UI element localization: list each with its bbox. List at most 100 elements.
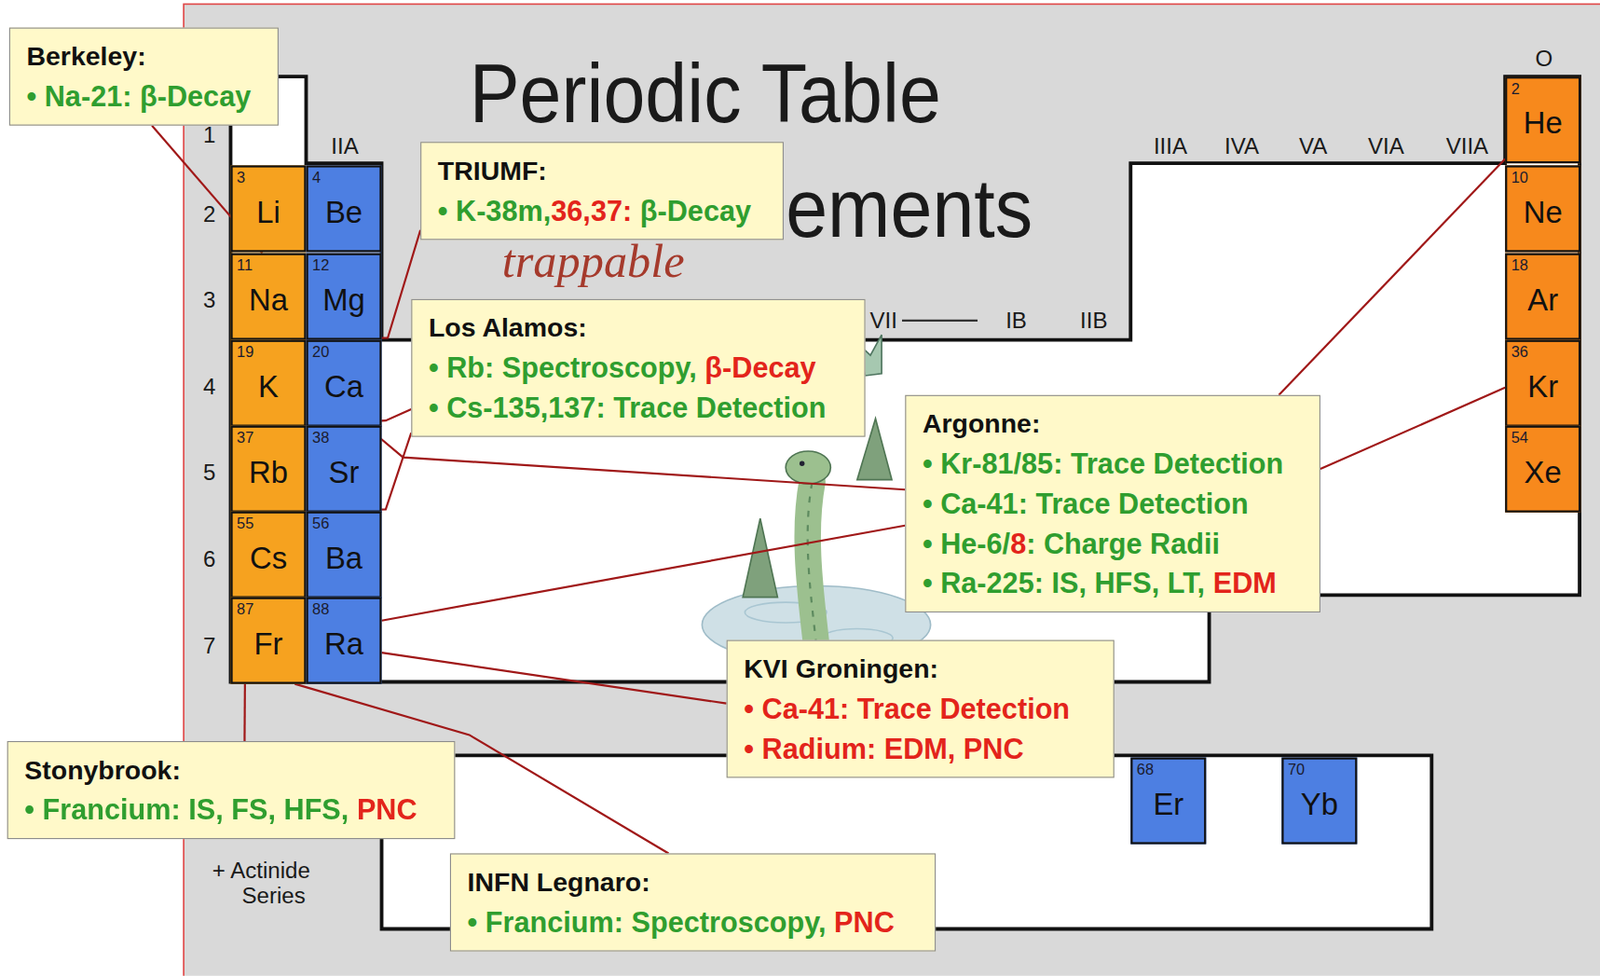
text-line: TRIUMF: xyxy=(437,150,767,192)
head xyxy=(785,451,831,484)
callout-text: PNC xyxy=(834,905,895,938)
atomic-number: 20 xyxy=(312,343,380,361)
callout-text: • K-38m, xyxy=(437,194,551,227)
text-line: INFN Legnaro: xyxy=(467,861,919,903)
atomic-number: 10 xyxy=(1511,169,1579,187)
element-cell: 11Na xyxy=(230,253,306,341)
leader-line xyxy=(1320,387,1505,469)
callout-text: 8 xyxy=(1010,527,1026,560)
eye xyxy=(799,460,805,465)
text-line: • Ca-41: Trace Detection xyxy=(922,483,1303,524)
group-label: VII xyxy=(870,309,898,332)
group-label: IB xyxy=(1005,309,1027,332)
period-number: 3 xyxy=(203,288,216,312)
text-line: • Ra-225: IS, HFS, LT,EDM xyxy=(922,562,1303,603)
element-symbol: Er xyxy=(1132,786,1204,821)
atomic-number: 68 xyxy=(1136,761,1204,779)
title-text: ements xyxy=(785,165,1033,250)
group-label: IIIA xyxy=(1153,136,1188,159)
callout-box: TRIUMF:• K-38m,36,37:β-Decay xyxy=(420,141,784,240)
element-cell: 18Ar xyxy=(1504,253,1581,341)
atomic-number: 19 xyxy=(236,343,304,361)
callout-text: • Na-21: β-Decay xyxy=(26,81,251,113)
text-line: • Kr-81/85: Trace Detection xyxy=(922,443,1303,484)
leader-line xyxy=(1278,159,1505,396)
callout-heading: INFN Legnaro: xyxy=(467,866,651,898)
element-symbol: Rb xyxy=(232,454,305,490)
group-label: VA xyxy=(1299,136,1327,159)
element-symbol: Li xyxy=(232,194,305,230)
atomic-number: 12 xyxy=(312,257,380,274)
leader-line xyxy=(243,683,247,741)
element-cell: 70Yb xyxy=(1281,757,1357,845)
atomic-number: 11 xyxy=(236,257,304,274)
element-cell: 68Er xyxy=(1130,757,1206,845)
element-cell: 10Ne xyxy=(1504,164,1581,252)
element-symbol: Na xyxy=(232,282,305,317)
element-symbol: Sr xyxy=(308,454,381,490)
text-line: • Na-21: β-Decay xyxy=(26,76,261,117)
atomic-number: 4 xyxy=(312,169,380,187)
text-line: KVI Groningen: xyxy=(743,648,1097,689)
callout-box: Stonybrook:• Francium: IS, FS, HFS,PNC xyxy=(7,740,456,839)
element-cell: 4Be xyxy=(306,164,383,252)
group-label: O xyxy=(1534,48,1553,71)
atomic-number: 3 xyxy=(236,169,304,187)
element-cell: 37Rb xyxy=(230,425,306,513)
group-label: IVA xyxy=(1224,136,1259,159)
callout-text: • Francium: Spectroscopy, xyxy=(467,905,827,938)
element-symbol: Be xyxy=(308,194,381,230)
element-cell: 2He xyxy=(1504,76,1581,164)
neck-scales xyxy=(807,481,817,645)
callout-box: Los Alamos:• Rb: Spectroscopy,β-Decay• C… xyxy=(410,299,865,438)
callout-text: • Ca-41: Trace Detection xyxy=(743,693,1070,725)
element-cell: 20Ca xyxy=(306,340,383,427)
text-line: • He-6/8: Charge Radii xyxy=(922,523,1303,564)
atomic-number: 88 xyxy=(312,601,380,618)
callout-text: • Radium: EDM, PNC xyxy=(743,732,1024,765)
element-cell: 36Kr xyxy=(1504,340,1581,427)
text-line: • Francium: IS, FS, HFS,PNC xyxy=(24,790,438,831)
period-number: 7 xyxy=(203,635,216,658)
callout-heading: Berkeley: xyxy=(26,41,146,72)
element-symbol: K xyxy=(232,369,305,404)
text-line: Berkeley: xyxy=(26,36,261,77)
group-dash xyxy=(902,319,978,322)
atomic-number: 55 xyxy=(236,515,304,533)
group-label: IIB xyxy=(1080,309,1108,332)
callout-text: β-Decay xyxy=(640,194,752,227)
atomic-number: 2 xyxy=(1511,81,1579,98)
title-text: Periodic Table xyxy=(469,51,942,136)
text-line: • Ca-41: Trace Detection xyxy=(743,688,1097,729)
element-cell: 3Li xyxy=(230,164,306,252)
period-number: 1 xyxy=(203,124,216,148)
text-line: Argonne: xyxy=(922,404,1303,445)
atomic-number: 38 xyxy=(312,429,380,447)
callout-text: • Ra-225: IS, HFS, LT, xyxy=(922,567,1205,600)
callout-heading: Los Alamos: xyxy=(428,312,588,343)
element-cell: 56Ba xyxy=(306,511,383,599)
element-symbol: Mg xyxy=(308,282,381,317)
period-number: 2 xyxy=(203,203,216,226)
series-note: + Actinide Series xyxy=(212,857,345,909)
element-symbol: Ar xyxy=(1506,282,1579,317)
callout-box: KVI Groningen: • Ca-41: Trace Detection • … xyxy=(726,640,1115,779)
callout-box: INFN Legnaro: • Francium: Spectroscopy,PN… xyxy=(450,852,936,951)
atomic-number: 87 xyxy=(236,601,304,618)
callout-text: 36,37: xyxy=(550,194,632,227)
atomic-number: 70 xyxy=(1287,761,1355,779)
group-label: VIIA xyxy=(1446,136,1490,159)
element-symbol: Yb xyxy=(1284,786,1356,821)
element-symbol: Ra xyxy=(308,626,381,661)
text-line: • K-38m,36,37:β-Decay xyxy=(437,191,767,232)
table-outline xyxy=(230,76,1580,682)
element-symbol: Xe xyxy=(1506,454,1579,490)
callout-text: EDM xyxy=(1213,567,1277,600)
period-number: 4 xyxy=(203,375,216,398)
callout-text: • He-6/ xyxy=(922,527,1011,560)
callout-text: : Charge Radii xyxy=(1025,527,1220,560)
atomic-number: 56 xyxy=(312,515,380,533)
element-cell: 87Fr xyxy=(230,597,306,684)
element-cell: 12Mg xyxy=(306,253,383,341)
element-cell: 38Sr xyxy=(306,425,383,513)
